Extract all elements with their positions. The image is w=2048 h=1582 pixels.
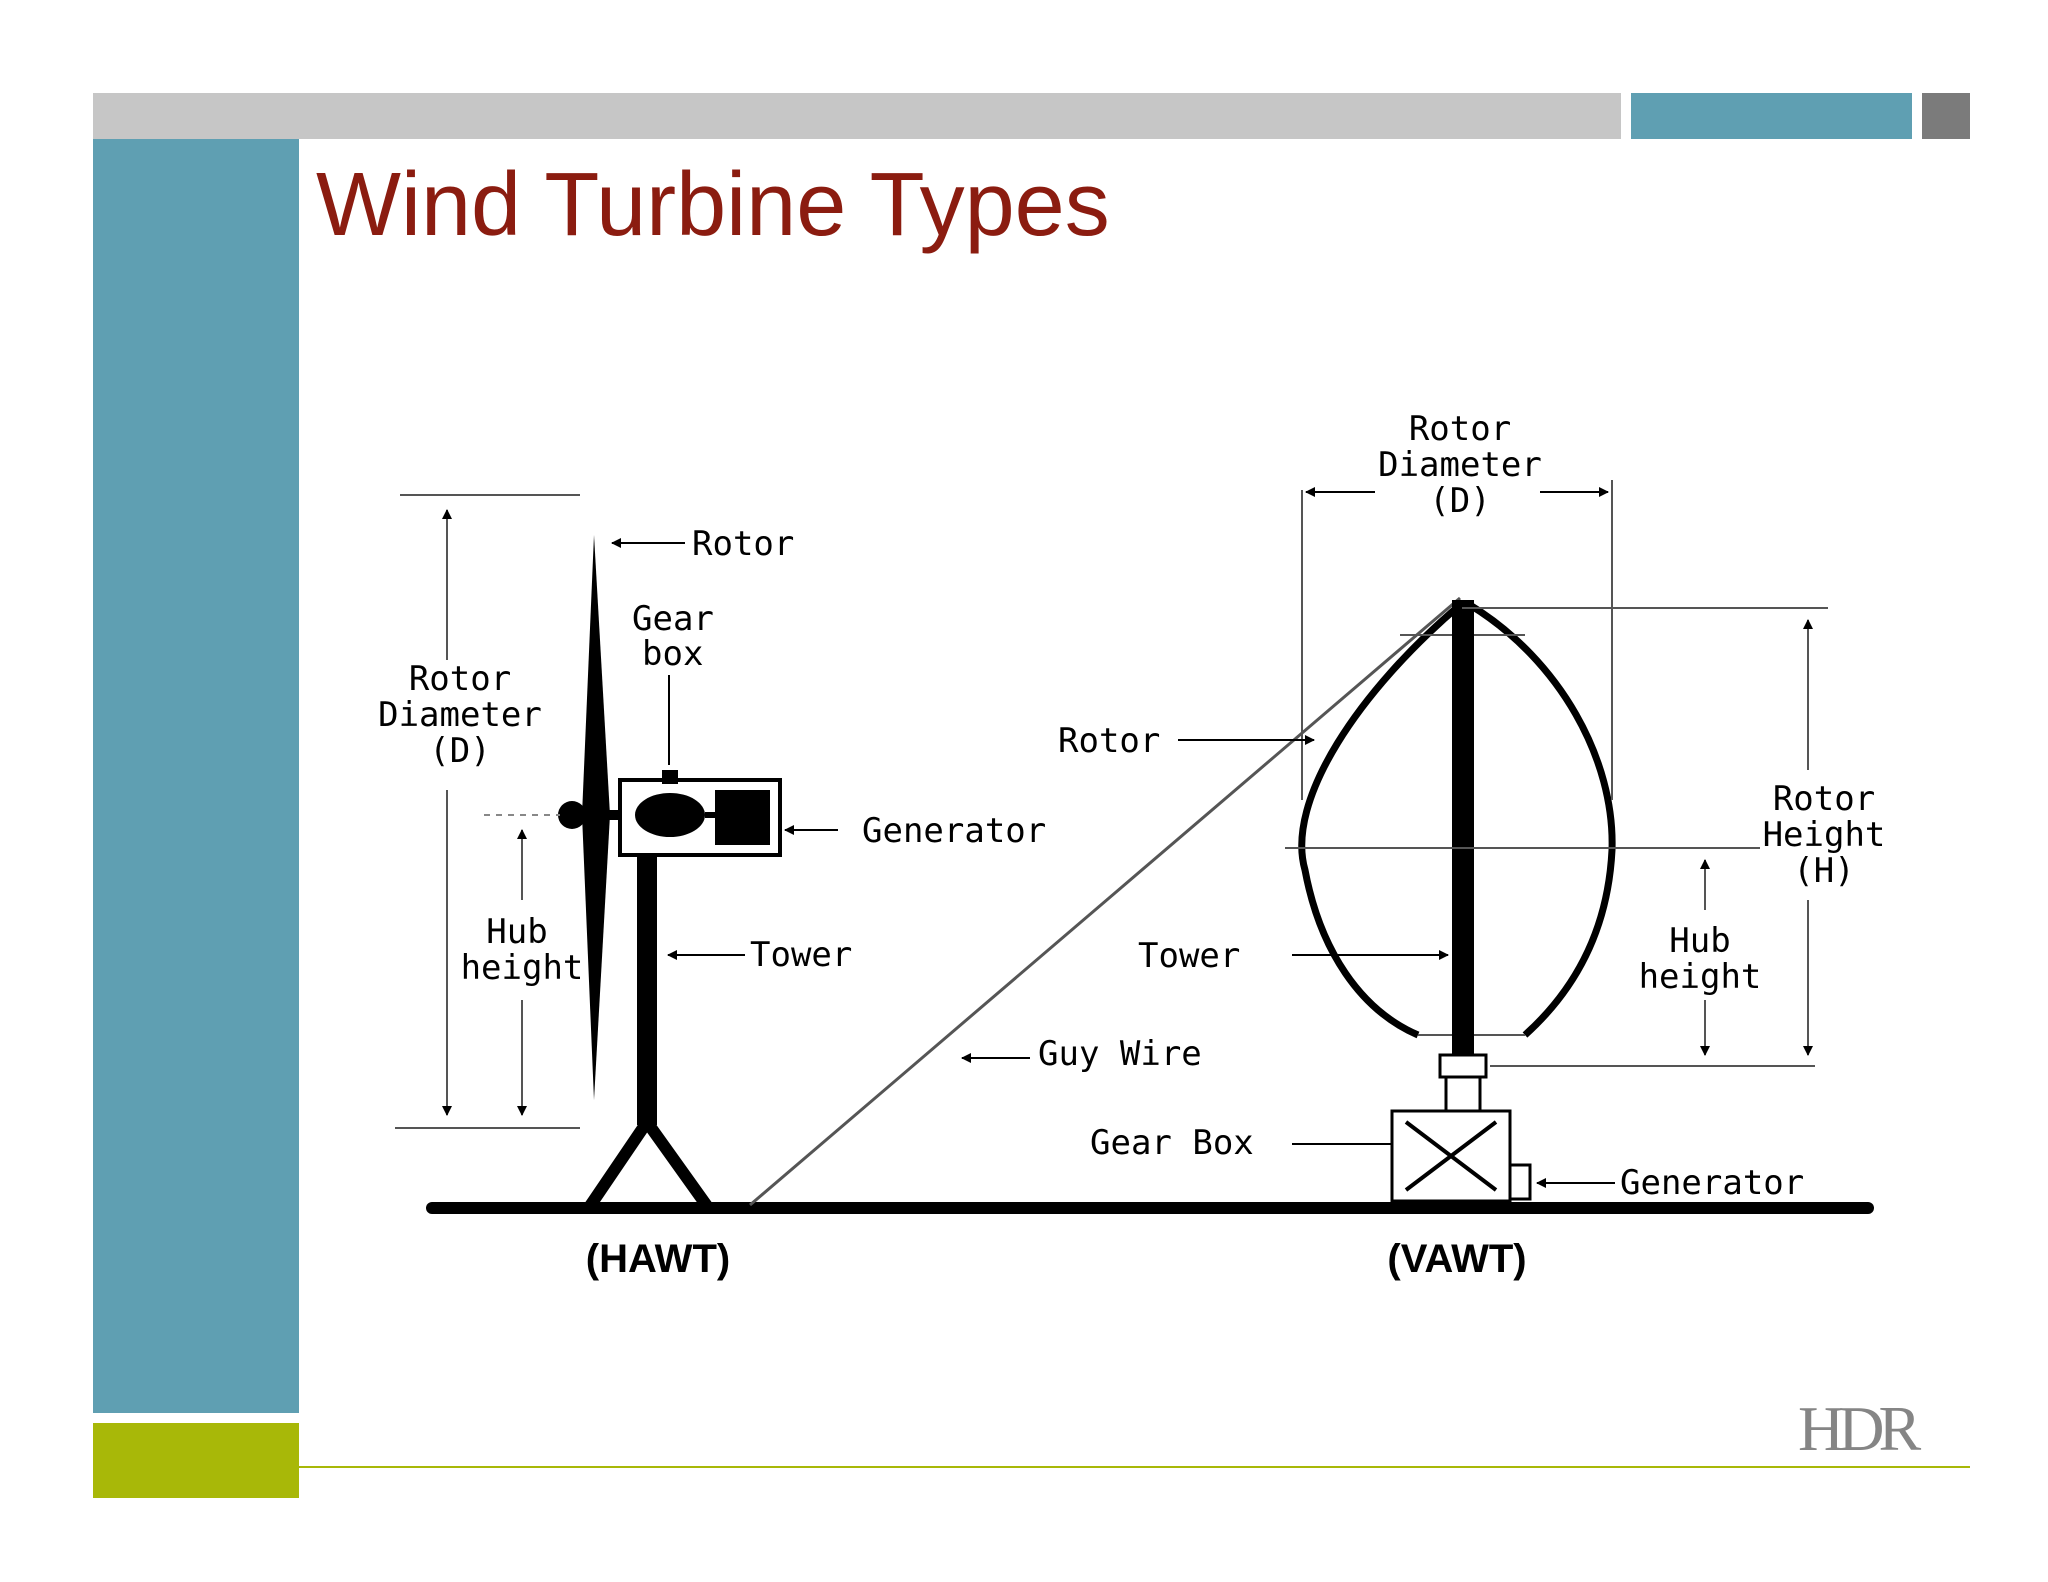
hawt-turbine	[395, 494, 838, 1210]
header-bar-teal	[1631, 93, 1912, 139]
hawt-generator-block	[715, 790, 770, 845]
hawt-rotor-diameter-label-line2: Diameter	[378, 695, 542, 735]
vawt-turbine	[1178, 480, 1828, 1203]
vawt-rotor-height-label-line3: (H)	[1793, 851, 1854, 891]
vawt-rotor-blade-right	[1468, 602, 1616, 1038]
vawt-caption: (VAWT)	[1387, 1237, 1526, 1281]
slide-title: Wind Turbine Types	[316, 155, 1110, 255]
vawt-hub-height-label-line2: height	[1639, 957, 1762, 997]
hawt-tower	[637, 855, 657, 1125]
hawt-gearbox-shape	[635, 793, 705, 837]
hawt-tower-base	[585, 1118, 712, 1210]
vawt-tower-label: Tower	[1138, 936, 1240, 976]
hawt-caption: (HAWT)	[586, 1237, 730, 1281]
vawt-rotor-blade-left	[1298, 602, 1463, 1039]
header-bar-dark	[1922, 93, 1970, 139]
vawt-gearbox-label: Gear Box	[1090, 1123, 1254, 1163]
hawt-gearbox-label-line1: Gear	[632, 599, 714, 639]
vawt-rotor-diameter-label-line1: Rotor	[1409, 409, 1511, 449]
hawt-generator-label: Generator	[862, 811, 1046, 851]
hawt-rotor-label: Rotor	[692, 524, 794, 564]
guy-wire	[749, 596, 1461, 1207]
hawt-hub-height-label-line1: Hub	[486, 912, 547, 952]
sidebar-band-teal	[93, 139, 299, 1413]
vawt-tower	[1452, 600, 1474, 1055]
hawt-rotor-diameter-label-line1: Rotor	[409, 659, 511, 699]
hawt-rotor-diameter-label-line3: (D)	[429, 731, 490, 771]
footer-rule	[299, 1466, 1970, 1468]
hawt-hub-height-label-line2: height	[461, 948, 584, 988]
vawt-rotor-diameter-label-line3: (D)	[1429, 481, 1490, 521]
vawt-rotor-height-label-line2: Height	[1763, 815, 1886, 855]
vawt-rotor-label: Rotor	[1058, 721, 1160, 761]
vawt-hub-height-label-line1: Hub	[1669, 921, 1730, 961]
vawt-generator-label: Generator	[1620, 1163, 1804, 1203]
guy-wire-label: Guy Wire	[1038, 1034, 1202, 1074]
hawt-gearbox-label-line2: box	[642, 634, 703, 674]
vawt-generator	[1508, 1163, 1532, 1201]
vawt-rotor-height-label-line1: Rotor	[1773, 779, 1875, 819]
header-bar-gray	[93, 93, 1621, 139]
hdr-logo: HDR	[1798, 1393, 1921, 1464]
hawt-tower-label: Tower	[750, 935, 852, 975]
sidebar-band-green	[93, 1423, 299, 1498]
vawt-rotor-diameter-label-line2: Diameter	[1378, 445, 1542, 485]
